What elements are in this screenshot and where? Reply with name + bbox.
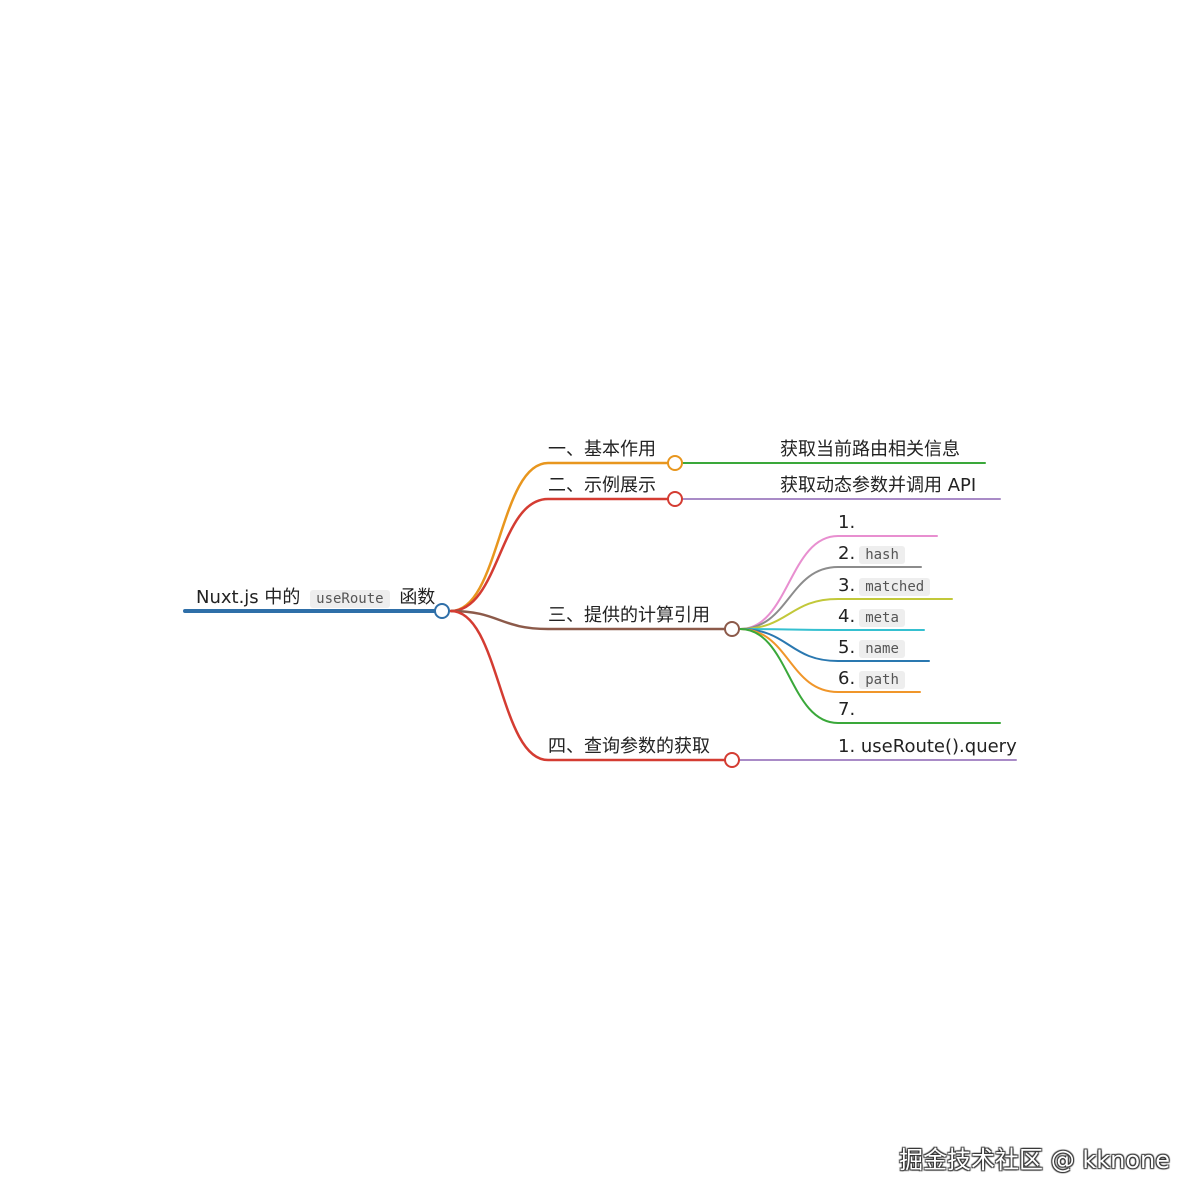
child-text: 获取动态参数并调用 API	[780, 475, 977, 496]
branch-collapse-toggle-1[interactable]	[667, 455, 683, 471]
branch-label-2[interactable]: 二、示例展示	[548, 475, 656, 496]
branch-link-2	[449, 497, 677, 613]
branch-collapse-toggle-4[interactable]	[724, 752, 740, 768]
branch-label-4[interactable]: 四、查询参数的获取	[548, 736, 710, 757]
root-node-label[interactable]: Nuxt.js 中的 useRoute 函数	[196, 587, 435, 610]
child-text: 1. useRoute().query	[838, 736, 1017, 757]
child-link-3-1	[739, 535, 938, 630]
child-prefix: 5.	[838, 637, 856, 658]
child-link-3-3	[739, 598, 953, 630]
child-code: path	[859, 671, 905, 689]
child-label-3-3[interactable]: 3.matched	[838, 575, 934, 598]
branch-link-4	[449, 609, 734, 762]
child-code: hash	[859, 546, 905, 564]
child-prefix: 2.	[838, 543, 856, 564]
child-prefix: 1.	[838, 512, 856, 533]
child-label-1-1[interactable]: 获取当前路由相关信息	[780, 439, 960, 461]
child-label-3-5[interactable]: 5.name	[838, 637, 909, 660]
child-link-3-4	[739, 628, 925, 631]
child-code: meta	[859, 609, 905, 627]
child-link-3-5	[739, 628, 930, 662]
branch-label-3[interactable]: 三、提供的计算引用	[548, 605, 710, 626]
child-link-3-6	[739, 628, 921, 693]
branch-collapse-toggle-3[interactable]	[724, 621, 740, 637]
child-link-3-7	[739, 628, 1001, 724]
child-text: 获取当前路由相关信息	[780, 439, 960, 460]
watermark: 掘金技术社区 @ kknone	[899, 1146, 1170, 1174]
child-label-3-7[interactable]: 7.	[838, 699, 855, 721]
child-label-3-6[interactable]: 6.path	[838, 668, 909, 691]
child-prefix: 6.	[838, 668, 856, 689]
child-label-3-1[interactable]: 1.	[838, 512, 855, 534]
branch-link-1	[449, 461, 677, 613]
root-text-before: Nuxt.js 中的	[196, 587, 301, 608]
branch-label-1[interactable]: 一、基本作用	[548, 439, 656, 460]
child-prefix: 7.	[838, 699, 856, 720]
child-label-2-1[interactable]: 获取动态参数并调用 API	[780, 475, 976, 497]
branch-collapse-toggle-2[interactable]	[667, 491, 683, 507]
child-label-3-4[interactable]: 4.meta	[838, 606, 909, 629]
root-collapse-toggle[interactable]	[434, 603, 450, 619]
child-label-3-2[interactable]: 2.hash	[838, 543, 909, 566]
child-label-4-1[interactable]: 1. useRoute().query	[838, 736, 1017, 758]
child-code: matched	[859, 578, 931, 596]
branch-link-3	[449, 609, 734, 631]
root-text-after: 函数	[399, 587, 436, 608]
root-code: useRoute	[310, 590, 390, 608]
child-prefix: 4.	[838, 606, 856, 627]
child-link-3-2	[739, 566, 922, 630]
child-prefix: 3.	[838, 575, 856, 596]
child-code: name	[859, 640, 905, 658]
